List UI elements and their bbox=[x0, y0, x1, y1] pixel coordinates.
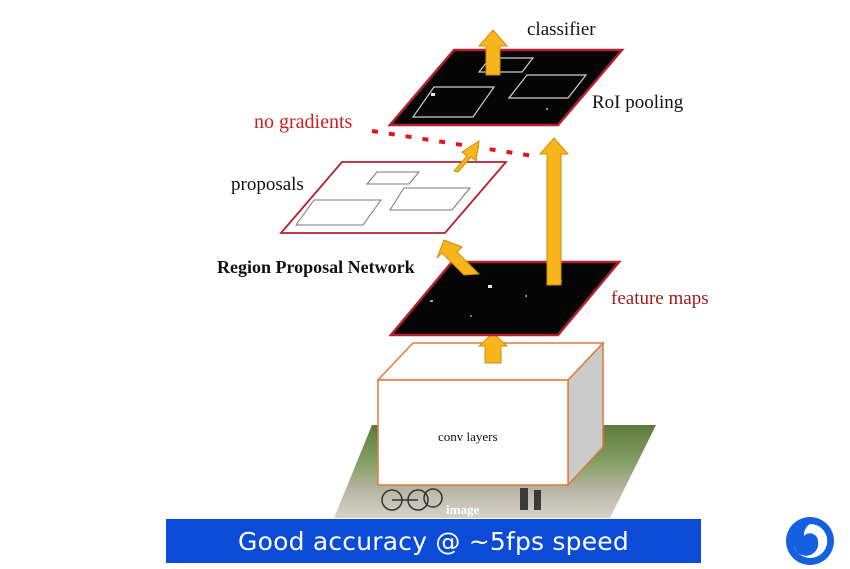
proposal-boxes bbox=[295, 171, 472, 226]
feature-maps-plane bbox=[388, 260, 622, 337]
label-feature-maps: feature maps bbox=[611, 288, 709, 309]
arrow-conv-to-feature bbox=[477, 332, 509, 364]
label-classifier: classifier bbox=[527, 19, 596, 40]
no-gradients-line bbox=[371, 129, 541, 159]
label-conv-layers: conv layers bbox=[438, 429, 498, 444]
roi-pooling-plane bbox=[387, 48, 625, 127]
swirl-logo-icon bbox=[786, 517, 834, 565]
roi-boxes bbox=[411, 57, 588, 118]
label-proposals: proposals bbox=[231, 174, 304, 195]
caption-text: Good accuracy @ ~5fps speed bbox=[238, 526, 629, 556]
conv-layers-box bbox=[376, 341, 605, 487]
image-people bbox=[520, 488, 541, 510]
image-bicycles bbox=[381, 488, 443, 511]
arrow-roi-to-classifier bbox=[477, 29, 509, 76]
label-image: image bbox=[446, 502, 479, 517]
arrow-feature-to-proposals bbox=[436, 239, 481, 276]
label-no-gradients: no gradients bbox=[254, 111, 353, 133]
caption-banner: Good accuracy @ ~5fps speed bbox=[166, 519, 701, 563]
proposals-plane bbox=[279, 161, 508, 234]
arrow-proposals-to-roi bbox=[453, 139, 480, 173]
label-rpn: Region Proposal Network bbox=[217, 257, 415, 277]
arrow-feature-to-roi bbox=[538, 137, 570, 286]
label-roi-pooling: RoI pooling bbox=[592, 92, 684, 113]
